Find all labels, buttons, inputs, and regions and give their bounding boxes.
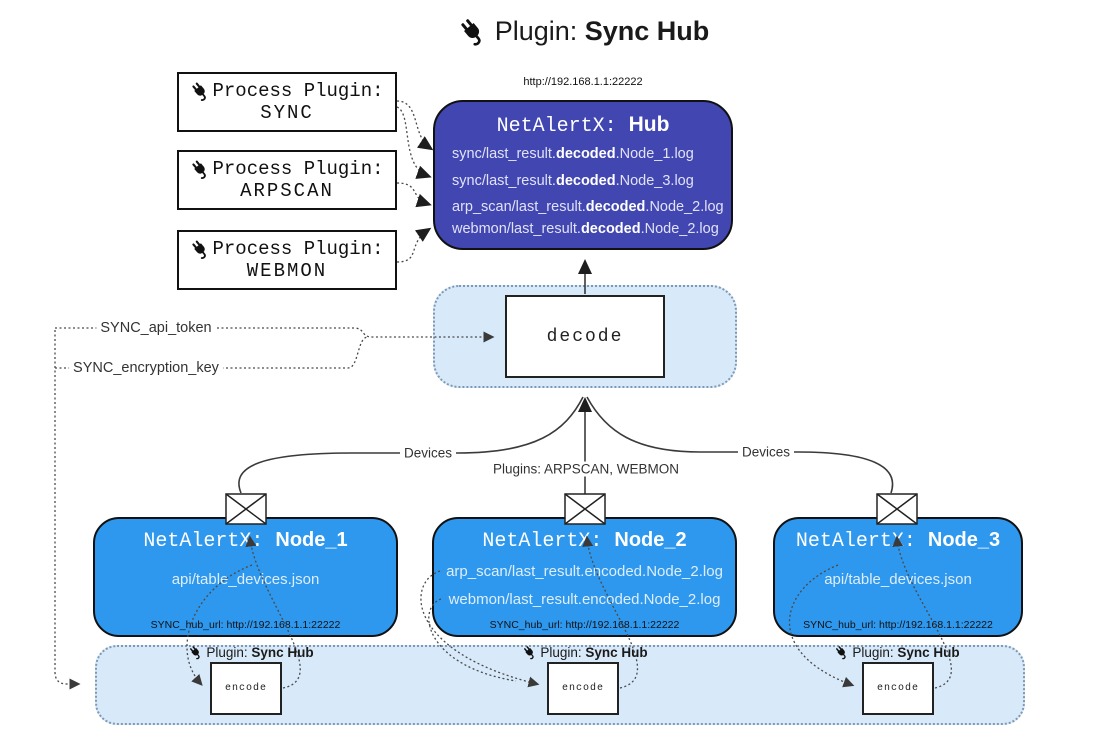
log-suffix: .Node_2.log — [640, 221, 719, 237]
log-prefix: sync/last_result. — [452, 173, 556, 189]
encode-box: encode — [547, 662, 619, 715]
node-title: NetAlertX: Node_2 — [434, 529, 735, 553]
node-title-mono: NetAlertX: — [143, 530, 276, 553]
encoder-plugin-label: Plugin: Sync Hub — [188, 645, 314, 660]
process-plugin-sync: Process Plugin: SYNC — [177, 72, 397, 132]
log-suffix: .Node_2.log — [645, 199, 724, 215]
sync-api-token-label: SYNC_api_token — [96, 320, 216, 336]
plugins-mid-label: Plugins: ARPSCAN, WEBMON — [488, 461, 684, 477]
node-hub-url: SYNC_hub_url: http://192.168.1.1:22222 — [150, 619, 341, 631]
log-bold: decoded — [555, 173, 616, 189]
process-plugin-name: SYNC — [260, 102, 314, 124]
node-title-bold: Node_2 — [614, 529, 687, 551]
process-plugin-header: Process Plugin: — [190, 80, 384, 102]
encode-label: encode — [876, 683, 919, 694]
hub-node: NetAlertX: Hub sync/last_result.decoded.… — [433, 100, 733, 250]
plug-icon — [522, 645, 537, 660]
encode-box: encode — [210, 662, 282, 715]
process-plugin-label: Process Plugin: — [212, 238, 384, 260]
hub-url-label: http://192.168.1.1:22222 — [523, 76, 643, 88]
process-plugin-name: WEBMON — [246, 260, 328, 282]
hub-log-row: webmon/last_result.decoded.Node_2.log — [452, 220, 719, 238]
process-plugin-header: Process Plugin: — [190, 158, 384, 180]
title-bold: Sync Hub — [584, 16, 710, 46]
node-hub-url: SYNC_hub_url: http://192.168.1.1:22222 — [489, 619, 680, 631]
plug-icon — [190, 159, 211, 180]
hub-log-row: arp_scan/last_result.decoded.Node_2.log — [452, 198, 724, 216]
plug-icon — [834, 645, 849, 660]
encoder-plugin-label: Plugin: Sync Hub — [834, 645, 960, 660]
hub-title-bold: Hub — [628, 113, 670, 136]
process-plugin-name: ARPSCAN — [240, 180, 334, 202]
node-1: NetAlertX: Node_1 api/table_devices.json… — [93, 517, 398, 637]
node-3: NetAlertX: Node_3 api/table_devices.json… — [773, 517, 1023, 637]
node-hub-url: SYNC_hub_url: http://192.168.1.1:22222 — [803, 619, 993, 631]
node-file-line: api/table_devices.json — [171, 571, 320, 588]
node-title-bold: Node_3 — [927, 529, 1001, 551]
node-title-mono: NetAlertX: — [795, 530, 928, 553]
decode-box: decode — [505, 295, 665, 378]
node-title: NetAlertX: Node_1 — [95, 529, 396, 553]
node-file-line: api/table_devices.json — [824, 571, 972, 588]
log-bold: decoded — [580, 221, 641, 237]
hub-log-row: sync/last_result.decoded.Node_1.log — [452, 145, 694, 163]
node-file-line: webmon/last_result.encoded.Node_2.log — [448, 591, 721, 608]
process-plugin-arpscan: Process Plugin: ARPSCAN — [177, 150, 397, 210]
node-file-line: arp_scan/last_result.encoded.Node_2.log — [446, 563, 723, 580]
title-text: Plugin: Sync Hub — [495, 16, 710, 47]
process-plugin-webmon: Process Plugin: WEBMON — [177, 230, 397, 290]
process-plugin-header: Process Plugin: — [190, 238, 384, 260]
log-suffix: .Node_3.log — [615, 173, 694, 189]
plug-icon — [190, 239, 211, 260]
encoder-plugin-label: Plugin: Sync Hub — [522, 645, 648, 660]
encoder-label-text: Plugin: Sync Hub — [540, 645, 647, 660]
encode-label: encode — [561, 683, 604, 694]
hub-log-row: sync/last_result.decoded.Node_3.log — [452, 172, 694, 190]
encode-box: encode — [862, 662, 934, 715]
devices-right-label: Devices — [737, 444, 795, 460]
node-title: NetAlertX: Node_3 — [775, 529, 1021, 553]
sync-encryption-key-label: SYNC_encryption_key — [69, 360, 223, 376]
log-suffix: .Node_1.log — [615, 146, 694, 162]
log-prefix: sync/last_result. — [452, 146, 556, 162]
encoder-label-text: Plugin: Sync Hub — [206, 645, 313, 660]
decode-label: decode — [546, 326, 624, 347]
hub-title-mono: NetAlertX: — [496, 115, 629, 138]
node-2: NetAlertX: Node_2 arp_scan/last_result.e… — [432, 517, 737, 637]
hub-title: NetAlertX: Hub — [435, 113, 731, 138]
encoder-label-prefix: Plugin: — [206, 645, 252, 660]
encode-label: encode — [224, 683, 267, 694]
log-prefix: webmon/last_result. — [452, 221, 581, 237]
process-plugin-label: Process Plugin: — [212, 158, 384, 180]
log-prefix: arp_scan/last_result. — [452, 199, 586, 215]
plug-icon — [190, 81, 211, 102]
page-title: Plugin: Sync Hub — [0, 16, 1117, 47]
plug-icon — [458, 17, 488, 47]
encoder-label-bold: Sync Hub — [897, 645, 960, 660]
encoder-label-bold: Sync Hub — [585, 645, 648, 660]
encoder-label-text: Plugin: Sync Hub — [852, 645, 959, 660]
plug-icon — [188, 645, 203, 660]
log-bold: decoded — [555, 146, 616, 162]
node-title-mono: NetAlertX: — [482, 530, 615, 553]
node-title-bold: Node_1 — [275, 529, 348, 551]
title-prefix: Plugin: — [494, 16, 585, 46]
encoder-label-bold: Sync Hub — [251, 645, 314, 660]
encoder-label-prefix: Plugin: — [540, 645, 586, 660]
encoder-label-prefix: Plugin: — [852, 645, 898, 660]
process-plugin-label: Process Plugin: — [212, 80, 384, 102]
log-bold: decoded — [585, 199, 646, 215]
devices-left-label: Devices — [399, 445, 457, 461]
